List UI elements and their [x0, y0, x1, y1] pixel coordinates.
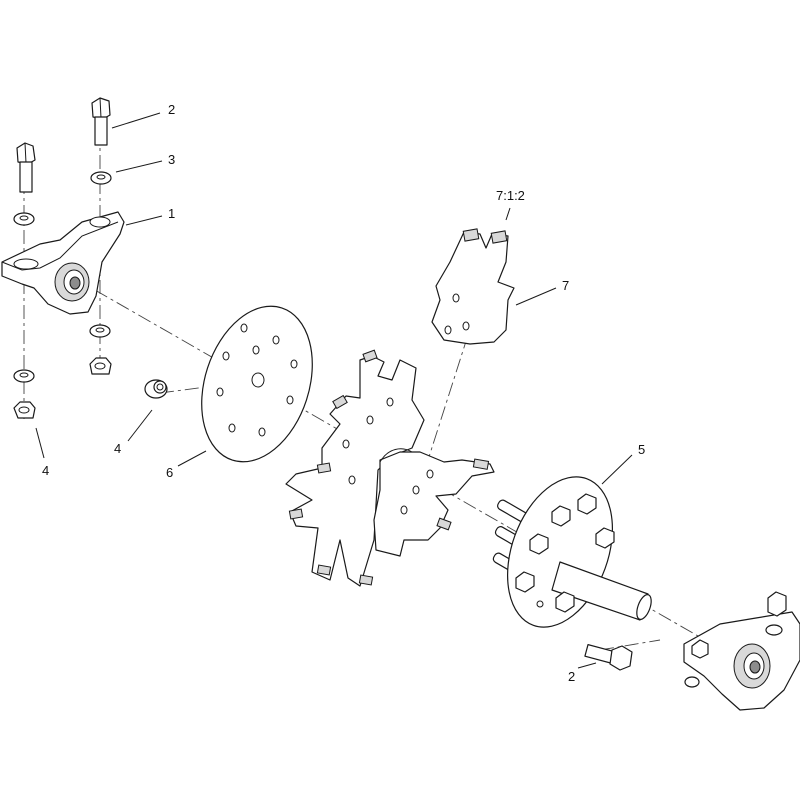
- nut-left: [13, 401, 36, 419]
- pillow-block-bearing-right: [683, 591, 800, 711]
- bolt-top-2: [91, 97, 111, 146]
- tine-assembly: [285, 349, 495, 587]
- washer-center-lower: [89, 324, 111, 338]
- pillow-block-bearing-left: [1, 211, 125, 315]
- callout-7: 7: [562, 278, 569, 293]
- callout-4-left: 4: [42, 463, 49, 478]
- flange-bolt-heads: [515, 493, 615, 613]
- callout-1: 1: [168, 206, 175, 221]
- callout-5: 5: [638, 442, 645, 457]
- flange-nut-4: [144, 379, 168, 399]
- bolt-bottom-2: [584, 643, 633, 671]
- nut-center-lower: [89, 357, 112, 375]
- shaft-flange-5: [492, 476, 652, 628]
- washer-3: [90, 171, 112, 185]
- callout-7-1-2: 7:1:2: [496, 188, 525, 203]
- callout-6: 6: [166, 465, 173, 480]
- leader-lines: [35, 112, 633, 669]
- washer-left-upper: [13, 212, 35, 226]
- flange-plate-6: [201, 305, 313, 463]
- callout-labels: 2 3 1 4 4 6 7:1:2 7 5 2: [42, 102, 645, 684]
- callout-4-mid: 4: [114, 441, 121, 456]
- callout-2-bottom: 2: [568, 669, 575, 684]
- tine-7: [431, 228, 515, 345]
- callout-2-top: 2: [168, 102, 175, 117]
- washer-left-lower: [13, 369, 35, 383]
- bolt-left-short: [16, 142, 36, 193]
- callout-3: 3: [168, 152, 175, 167]
